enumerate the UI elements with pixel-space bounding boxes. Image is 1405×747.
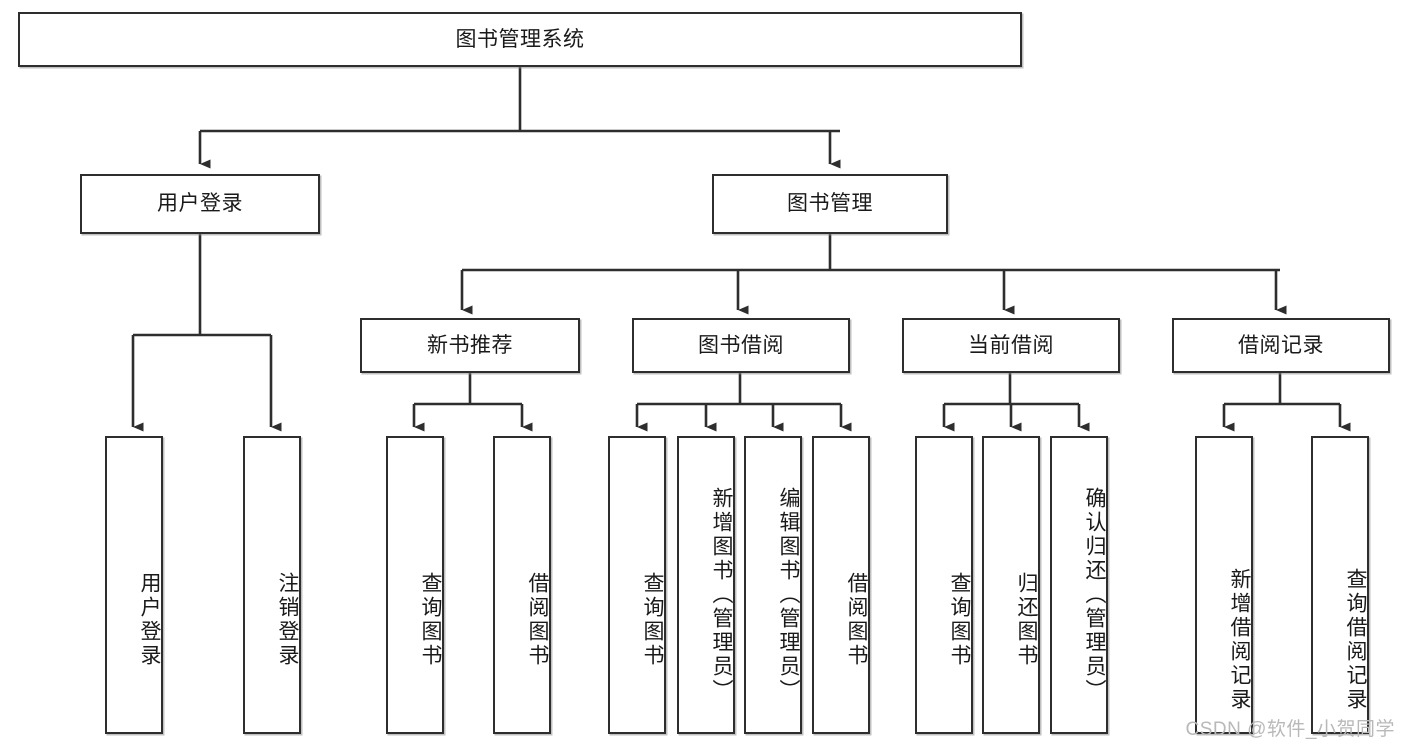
leaf-borrow-record-query[interactable]: 查询借阅记录 xyxy=(1311,436,1369,734)
node-borrow-record[interactable]: 借阅记录 xyxy=(1172,318,1390,373)
node-label: 编辑图书（管理员） xyxy=(777,487,800,703)
node-new-book-recommend[interactable]: 新书推荐 xyxy=(360,318,580,373)
leaf-book-borrow-add-admin[interactable]: 新增图书（管理员） xyxy=(677,436,735,734)
leaf-new-book-query[interactable]: 查询图书 xyxy=(386,436,444,734)
leaf-new-book-borrow[interactable]: 借阅图书 xyxy=(493,436,551,734)
node-label: 归还图书 xyxy=(1015,572,1038,668)
node-book-management[interactable]: 图书管理 xyxy=(712,174,948,234)
node-label: 注销登录 xyxy=(276,572,299,668)
node-label: 借阅记录 xyxy=(1238,333,1324,357)
leaf-book-borrow-query[interactable]: 查询图书 xyxy=(608,436,666,734)
leaf-user-login-logout[interactable]: 注销登录 xyxy=(243,436,301,734)
leaf-current-borrow-query[interactable]: 查询图书 xyxy=(915,436,973,734)
leaf-book-borrow-borrow[interactable]: 借阅图书 xyxy=(812,436,870,734)
node-root-system[interactable]: 图书管理系统 xyxy=(18,12,1022,67)
node-label: 图书管理 xyxy=(787,192,873,216)
node-label: 查询图书 xyxy=(948,572,971,668)
node-label: 借阅图书 xyxy=(526,572,549,668)
node-label: 确认归还（管理员） xyxy=(1083,487,1106,703)
leaf-borrow-record-add[interactable]: 新增借阅记录 xyxy=(1195,436,1253,734)
node-book-borrow[interactable]: 图书借阅 xyxy=(632,318,850,373)
leaf-user-login-login[interactable]: 用户登录 xyxy=(105,436,163,734)
node-label: 用户登录 xyxy=(157,192,243,216)
node-label: 图书管理系统 xyxy=(455,27,585,51)
node-label: 查询图书 xyxy=(641,572,664,668)
leaf-current-borrow-confirm-admin[interactable]: 确认归还（管理员） xyxy=(1050,436,1108,734)
node-label: 新增借阅记录 xyxy=(1228,568,1251,712)
leaf-current-borrow-return[interactable]: 归还图书 xyxy=(982,436,1040,734)
node-user-login[interactable]: 用户登录 xyxy=(80,174,320,234)
leaf-book-borrow-edit-admin[interactable]: 编辑图书（管理员） xyxy=(744,436,802,734)
node-label: 用户登录 xyxy=(138,572,161,668)
node-label: 查询图书 xyxy=(419,572,442,668)
node-label: 当前借阅 xyxy=(968,333,1054,357)
node-label: 查询借阅记录 xyxy=(1344,568,1367,712)
node-label: 借阅图书 xyxy=(845,572,868,668)
node-current-borrow[interactable]: 当前借阅 xyxy=(902,318,1120,373)
node-label: 新书推荐 xyxy=(427,333,513,357)
node-label: 图书借阅 xyxy=(698,333,784,357)
node-label: 新增图书（管理员） xyxy=(710,487,733,703)
